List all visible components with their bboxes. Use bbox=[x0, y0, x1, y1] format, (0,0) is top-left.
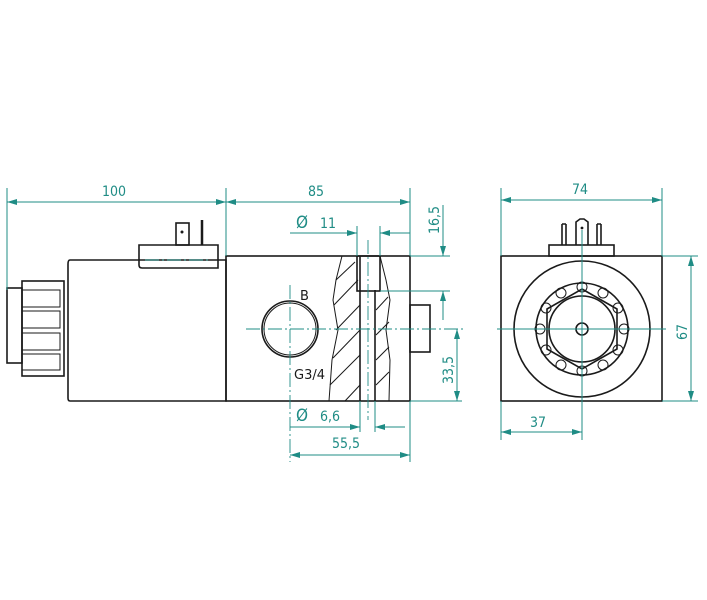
dim-33-5: 33,5 bbox=[441, 356, 457, 384]
dim-6-6: 6,6 bbox=[320, 409, 340, 425]
counterbore bbox=[356, 255, 381, 292]
front-view: 74 67 37 bbox=[497, 182, 698, 440]
port-label: B bbox=[300, 289, 309, 304]
svg-text:Ø: Ø bbox=[296, 406, 308, 426]
dim-37: 37 bbox=[530, 415, 546, 431]
bolt-head bbox=[409, 304, 431, 353]
side-view: B G3/4 100 bbox=[6, 184, 465, 462]
hatching bbox=[329, 261, 390, 402]
nut-ridges bbox=[21, 289, 61, 371]
dim-55-5: 55,5 bbox=[332, 436, 360, 452]
dim-85: 85 bbox=[308, 184, 324, 200]
dimensions-front: 74 67 37 bbox=[500, 182, 698, 440]
dim-11: 11 bbox=[320, 216, 336, 232]
coil-body bbox=[67, 259, 227, 402]
svg-text:Ø: Ø bbox=[296, 213, 308, 233]
thread-label: G3/4 bbox=[294, 368, 325, 383]
dim-100: 100 bbox=[102, 184, 126, 200]
connector-housing bbox=[138, 244, 219, 269]
dimensions-side: 100 85 Ø 11 Ø 6,6 55,5 16,5 bbox=[6, 184, 462, 462]
coil-cap bbox=[6, 287, 23, 364]
dim-74: 74 bbox=[572, 182, 588, 198]
dim-16-5: 16,5 bbox=[427, 206, 443, 234]
dim-67: 67 bbox=[675, 324, 691, 340]
connector-pin bbox=[175, 222, 190, 246]
break-line bbox=[328, 255, 343, 402]
